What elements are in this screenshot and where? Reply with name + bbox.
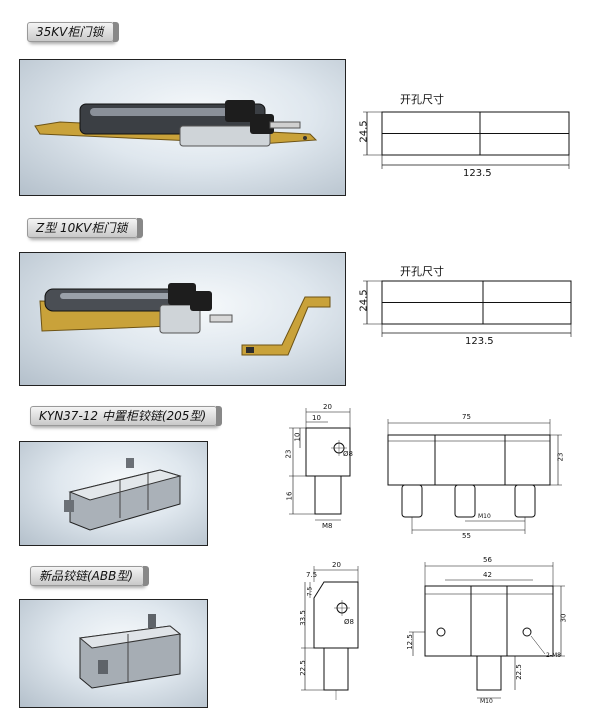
hinge-image [78, 614, 182, 689]
cutout-title: 开孔尺寸 [400, 93, 444, 106]
dim-holes: 2-M8 [546, 652, 561, 659]
dim-pin: 22.5 [298, 660, 307, 676]
cutout-height-label: 24.5 [358, 289, 370, 312]
dim-width: 20 [323, 403, 332, 411]
dim-height: 23 [556, 452, 565, 462]
door-lock-image [34, 100, 318, 147]
dim-hole-h: 12.5 [405, 634, 414, 650]
dim-pin: 16 [285, 491, 294, 501]
section-title-35kv-lock: 35KV柜门锁 [27, 22, 120, 42]
section-title-z-10kv-lock: Z型 10KV柜门锁 [27, 218, 144, 238]
photo-kyn37-hinge [19, 441, 208, 546]
dim-width: 56 [483, 556, 492, 564]
dim-height: 30 [559, 613, 568, 623]
dim-spacing: 55 [462, 532, 471, 540]
dim-offset: 10 [312, 414, 321, 422]
door-lock-image [39, 283, 331, 356]
dim-width: 20 [332, 561, 341, 569]
hinge205-side-drawing: 20 10 10 23 16 M8 Ø8 [283, 400, 363, 535]
photo-35kv-door-lock [19, 59, 346, 196]
dim-offset: 7.5 [306, 571, 318, 579]
photo-abb-hinge [19, 599, 208, 708]
hinge205-front-drawing: 75 23 M10 55 [380, 413, 570, 543]
cutout-diagram-2: 开孔尺寸 24.5 123.5 [355, 255, 590, 355]
cutout-title: 开孔尺寸 [400, 265, 444, 278]
cutout-diagram-1: 开孔尺寸 24.5 123.5 [355, 85, 590, 185]
dim-bolt: M10 [478, 513, 491, 520]
dim-hole: Ø8 [343, 450, 353, 458]
dim-pin: 22.5 [514, 664, 523, 680]
dim-upper: 10 [293, 432, 302, 442]
dim-height: 33.5 [298, 610, 307, 626]
cutout-height-label: 24.5 [358, 120, 370, 143]
dim-width: 75 [462, 413, 471, 421]
hinge-image [64, 458, 182, 531]
section-title-abb-hinge: 新品铰链(ABB型) [30, 566, 150, 586]
dim-height: 23 [284, 449, 293, 459]
photo-z-10kv-door-lock [19, 252, 346, 386]
section-title-kyn37-hinge: KYN37-12 中置柜铰链(205型) [30, 406, 223, 426]
abb-side-drawing: 20 7.5 7.5 33.5 22.5 Ø8 [296, 558, 376, 708]
cutout-width-label: 123.5 [463, 168, 492, 179]
dim-upper: 7.5 [306, 586, 314, 597]
dim-bolt: M10 [480, 698, 493, 705]
dim-hole: Ø8 [344, 618, 354, 626]
dim-bolt: M8 [322, 522, 333, 530]
abb-front-drawing: 56 42 30 12.5 22.5 2-M8 M10 [405, 556, 585, 706]
cutout-width-label: 123.5 [465, 336, 494, 347]
dim-inner: 42 [483, 571, 492, 579]
